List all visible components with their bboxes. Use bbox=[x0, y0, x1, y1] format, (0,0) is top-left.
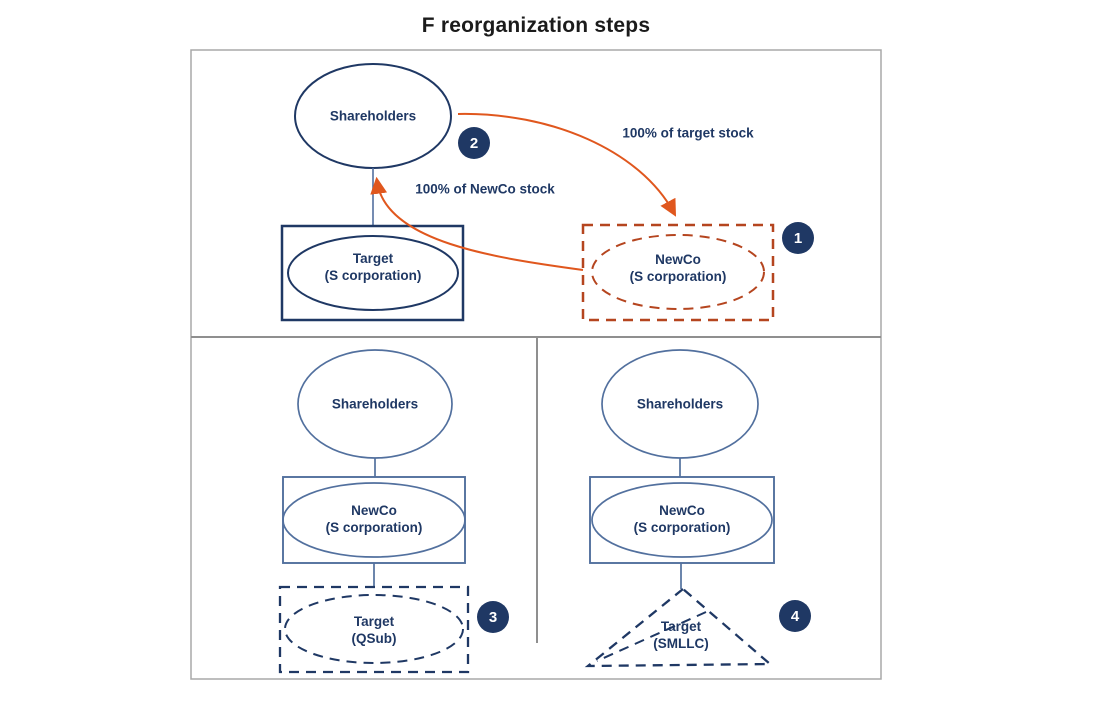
newco-label-top: NewCo (S corporation) bbox=[630, 251, 727, 285]
step-badge-4: 4 bbox=[779, 600, 811, 632]
target-smllc-line2: (SMLLC) bbox=[653, 636, 709, 651]
newco-box-dashed bbox=[581, 223, 775, 322]
target-smllc-triangle-dashed bbox=[584, 587, 774, 668]
target-qsub-ellipse-dashed bbox=[284, 594, 464, 664]
newco-br-line2: (S corporation) bbox=[633, 520, 731, 535]
target-smllc-line1: Target bbox=[660, 619, 702, 634]
newco-ellipse-bl bbox=[282, 482, 466, 558]
target-qsub-line1: Target bbox=[353, 614, 395, 629]
newco-box-br bbox=[589, 476, 775, 564]
target-qsub-label: Target (QSub) bbox=[352, 613, 397, 647]
arrow-target-stock bbox=[457, 112, 677, 217]
target-label-line2: (S corporation) bbox=[324, 268, 422, 283]
newco-ellipse-br bbox=[591, 482, 773, 558]
page-title: F reorganization steps bbox=[421, 14, 651, 37]
newco-bl-line1: NewCo bbox=[351, 503, 397, 518]
shareholders-label-bl: Shareholders bbox=[331, 396, 419, 412]
shareholders-label-br: Shareholders bbox=[636, 396, 724, 412]
target-stock-arrow-label: 100% of target stock bbox=[622, 125, 754, 141]
target-ellipse-top bbox=[287, 235, 459, 311]
newco-label-line2: (S corporation) bbox=[629, 269, 727, 284]
newco-stock-arrow-label: 100% of NewCo stock bbox=[415, 181, 555, 197]
target-box-top bbox=[280, 224, 465, 322]
arrow-newco-stock bbox=[370, 176, 584, 271]
diagram-frame bbox=[190, 49, 882, 680]
target-label-top: Target (S corporation) bbox=[325, 250, 422, 284]
newco-br-line1: NewCo bbox=[659, 503, 705, 518]
newco-ellipse-dashed bbox=[591, 234, 765, 310]
target-label-line1: Target bbox=[352, 251, 394, 266]
newco-label-line1: NewCo bbox=[655, 252, 701, 267]
newco-label-bl: NewCo (S corporation) bbox=[326, 502, 423, 536]
target-qsub-box-dashed bbox=[278, 585, 470, 674]
target-smllc-label: Target (SMLLC) bbox=[653, 618, 708, 652]
newco-label-br: NewCo (S corporation) bbox=[634, 502, 731, 536]
step-badge-3: 3 bbox=[477, 601, 509, 633]
step-badge-1: 1 bbox=[782, 222, 814, 254]
step-badge-2: 2 bbox=[458, 127, 490, 159]
shareholders-label-top: Shareholders bbox=[329, 108, 417, 124]
target-qsub-line2: (QSub) bbox=[351, 631, 397, 646]
target-smllc-inner-edge bbox=[596, 611, 707, 662]
newco-bl-line2: (S corporation) bbox=[325, 520, 423, 535]
